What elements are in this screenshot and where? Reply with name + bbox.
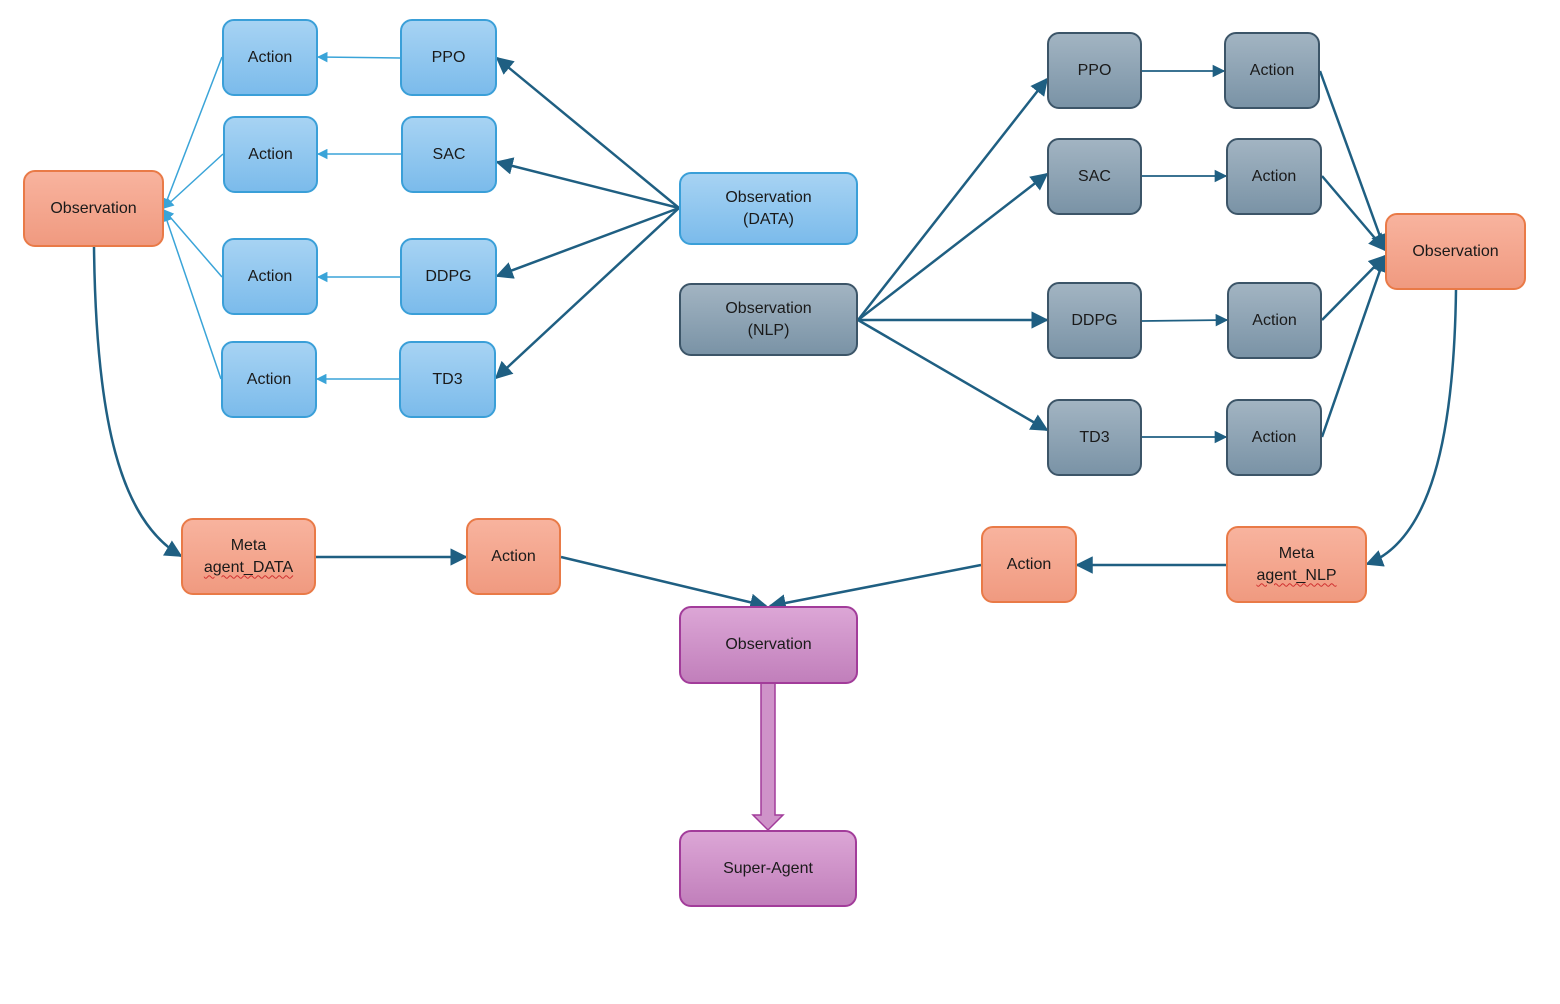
observation-right-node: Observation [1385,213,1526,290]
td3-right-node: TD3 [1047,399,1142,476]
ppo-left-node: PPO [400,19,497,96]
edge-action1-to-observation-left [162,56,223,209]
meta-agent-data-node: Meta agent_DATA [181,518,316,595]
sac-left-label: SAC [432,145,466,163]
ddpg-left-node: DDPG [400,238,497,315]
sac-right-label: SAC [1078,167,1111,185]
td3-left-node: TD3 [399,341,496,418]
edge-obsdata-to-td3 [494,207,680,380]
super-agent-node: Super-Agent [679,830,857,907]
observation-bottom-label: Observation [725,636,812,653]
observation-left-label: Observation [50,199,137,217]
action-left-4-label: Action [246,370,292,388]
action-right-2-node: Action [1226,138,1322,215]
observation-nlp-node: Observation (NLP) [679,283,858,356]
edge-observation-right-to-meta-nlp [1365,289,1458,567]
edge-obsnlp-to-ppo [857,77,1049,321]
sac-left-node: SAC [401,116,497,193]
edge-obsnlp-to-td3 [857,318,1049,432]
ddpg-left-label: DDPG [425,267,472,285]
meta-action-nlp-node: Action [981,526,1077,603]
td3-left-label: TD3 [432,370,463,388]
action-right-4-label: Action [1251,428,1297,446]
edge-observation-to-super-agent [751,673,785,832]
meta-action-data-label: Action [491,547,536,565]
action-left-1-label: Action [247,48,293,66]
meta-agent-data-line2: agent_DATA [203,558,294,576]
sac-right-node: SAC [1047,138,1142,215]
edge-ppo-to-action-left [316,51,401,63]
action-right-4-node: Action [1226,399,1322,476]
observation-nlp-line2: (NLP) [747,321,790,339]
action-right-3-node: Action [1227,282,1322,359]
action-right-1-node: Action [1224,32,1320,109]
observation-data-line1: Observation [725,188,812,206]
action-right-2-label: Action [1251,167,1297,185]
edge-obsdata-to-ppo [495,56,680,209]
action-left-3-node: Action [222,238,318,315]
action-left-3-label: Action [247,267,293,285]
meta-agent-nlp-line1: Meta [1278,544,1315,562]
super-agent-label: Super-Agent [723,859,813,877]
ddpg-right-label: DDPG [1071,311,1118,329]
edge-action3-to-observation-right [1321,254,1387,321]
observation-nlp-line1: Observation [725,299,812,317]
edge-observation-left-to-meta-data [92,246,183,558]
observation-bottom-node: Observation [679,606,858,684]
edge-action2-to-observation-left [163,153,224,209]
action-left-2-node: Action [223,116,318,193]
observation-right-label: Observation [1412,242,1499,260]
meta-agent-nlp-line2: agent_NLP [1256,566,1337,584]
action-right-1-label: Action [1249,61,1295,79]
observation-left-node: Observation [23,170,164,247]
edge-action1-to-observation-right [1318,70,1388,252]
edge-action2-to-observation-right [1321,175,1387,252]
meta-action-data-node: Action [466,518,561,595]
edge-action-nlp-to-observation-bottom [768,563,982,612]
meta-action-nlp-label: Action [1006,555,1052,573]
edge-action-data-to-observation-bottom [560,555,768,611]
edge-action4-to-observation-right [1320,254,1389,438]
meta-agent-data-line1: Meta [230,536,267,554]
edge-obsnlp-to-sac [857,172,1049,321]
edge-ddpg-to-action-right [1141,313,1229,327]
edge-action3-to-observation-left [163,209,223,278]
observation-data-node: Observation (DATA) [679,172,858,245]
action-right-3-label: Action [1252,311,1297,329]
action-left-4-node: Action [221,341,317,418]
ppo-right-node: PPO [1047,32,1142,109]
action-left-2-label: Action [248,145,293,163]
observation-data-line2: (DATA) [743,210,794,228]
ppo-right-label: PPO [1077,61,1112,79]
edge-obsdata-to-ddpg [495,206,680,279]
edge-obsdata-to-sac [495,157,680,210]
td3-right-label: TD3 [1079,428,1110,446]
edge-action4-to-observation-left [162,211,222,380]
ppo-left-label: PPO [431,48,466,66]
action-left-1-node: Action [222,19,318,96]
meta-agent-nlp-node: Meta agent_NLP [1226,526,1367,603]
ddpg-right-node: DDPG [1047,282,1142,359]
